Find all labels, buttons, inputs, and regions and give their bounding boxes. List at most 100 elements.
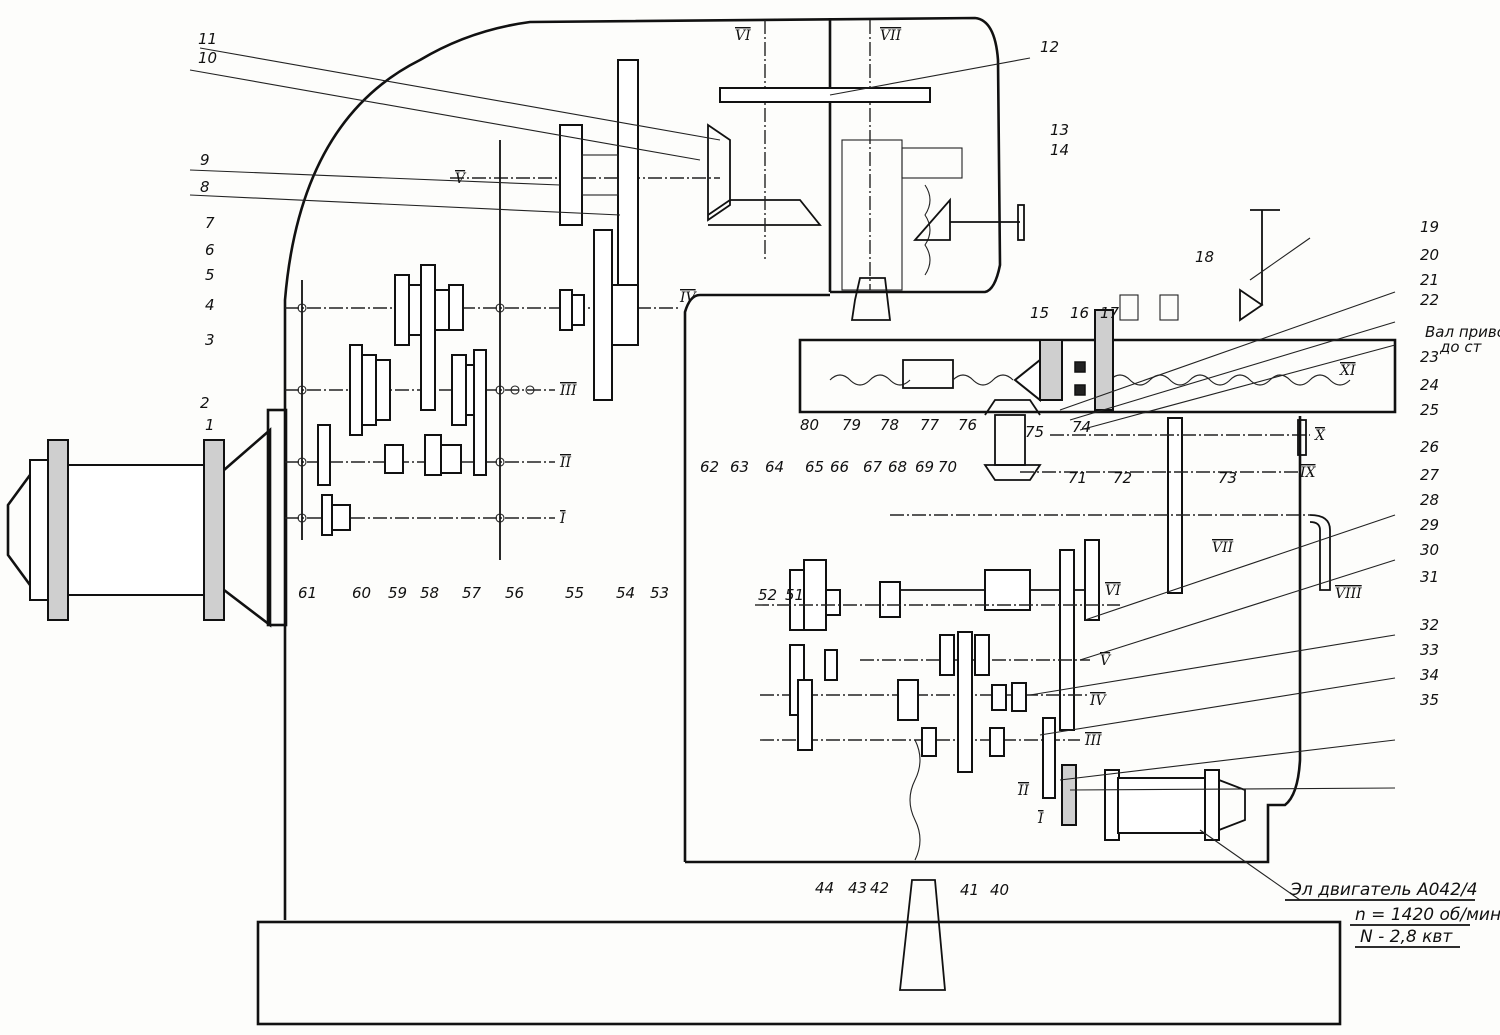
label-80: 80 — [800, 416, 819, 434]
label-14: 14 — [1050, 141, 1069, 159]
label-65: 65 — [805, 458, 824, 476]
label-16: 16 — [1070, 304, 1089, 322]
label-31: 31 — [1420, 568, 1439, 586]
label-28: 28 — [1420, 491, 1439, 509]
label-33: 33 — [1420, 641, 1439, 659]
label-24: 24 — [1420, 376, 1439, 394]
label-40: 40 — [990, 881, 1009, 899]
label-63: 63 — [730, 458, 749, 476]
label-41: 41 — [960, 881, 979, 899]
vertical-screw — [909, 739, 921, 861]
feed-shaft-note-2: до ст — [1439, 338, 1483, 356]
feed-shaft-label-XI: XI — [1339, 363, 1356, 379]
main-motor — [6, 408, 288, 628]
spindle-gearbox — [285, 20, 1025, 560]
feed-shaft-label-V: V — [1100, 653, 1112, 669]
label-26: 26 — [1420, 438, 1439, 456]
label-21: 21 — [1420, 271, 1439, 289]
label-52: 52 — [758, 586, 777, 604]
label-59: 59 — [388, 584, 407, 602]
label-42: 42 — [870, 879, 889, 897]
label-66: 66 — [830, 458, 849, 476]
label-57: 57 — [462, 584, 482, 602]
label-6: 6 — [205, 241, 215, 259]
motor-spec-speed: n = 1420 об/мин — [1355, 905, 1500, 925]
label-53: 53 — [650, 584, 669, 602]
feed-shaft-label-IV: IV — [1089, 693, 1108, 709]
label-75: 75 — [1025, 423, 1044, 441]
motor-spec-power: N - 2,8 квт — [1360, 927, 1453, 947]
machine-frame — [256, 16, 1397, 1026]
shaft-label-I: I — [559, 511, 566, 527]
leader-lines — [189, 47, 1396, 901]
label-13: 13 — [1050, 121, 1069, 139]
feed-shaft-label-IX: IX — [1299, 465, 1317, 481]
label-44: 44 — [815, 879, 834, 897]
label-29: 29 — [1420, 516, 1439, 534]
label-78: 78 — [880, 416, 899, 434]
label-4: 4 — [205, 296, 215, 314]
part-labels: 1 2 3 4 5 6 7 8 9 10 11 12 13 14 15 16 1… — [198, 30, 1440, 899]
label-18: 18 — [1195, 248, 1214, 266]
handle — [1309, 514, 1331, 591]
knee-outline — [685, 416, 1302, 864]
label-30: 30 — [1420, 541, 1439, 559]
label-58: 58 — [420, 584, 439, 602]
column-outline — [283, 16, 1002, 920]
feed-shaft-note-1: Вал приво — [1425, 323, 1500, 341]
table-feed — [755, 209, 1351, 991]
label-10: 10 — [198, 49, 217, 67]
feed-shaft-label-VI: VI — [1105, 583, 1121, 599]
feed-shaft-label-III: III — [1084, 733, 1102, 749]
label-62: 62 — [700, 458, 719, 476]
label-5: 5 — [205, 266, 215, 284]
feed-shaft-label-VIII: VIII — [1335, 586, 1362, 602]
label-43: 43 — [848, 879, 867, 897]
label-11: 11 — [198, 30, 217, 48]
label-35: 35 — [1420, 691, 1439, 709]
column-inner-outline — [683, 293, 830, 862]
label-51: 51 — [785, 586, 804, 604]
label-15: 15 — [1030, 304, 1049, 322]
label-61: 61 — [298, 584, 317, 602]
label-19: 19 — [1420, 218, 1439, 236]
annotations: Вал приво до ст Эл двигатель А042/4 n = … — [1285, 323, 1500, 948]
shaft-label-V: V — [455, 171, 467, 187]
label-77: 77 — [920, 416, 940, 434]
label-17: 17 — [1100, 304, 1120, 322]
shaft-label-VI: VI — [735, 28, 751, 44]
shaft-label-VII: VII — [880, 28, 902, 44]
feed-shaft-label-II: II — [1017, 783, 1030, 799]
nut-79 — [902, 359, 954, 389]
shaft-label-IV: IV — [679, 290, 698, 306]
motor-spec-name: Эл двигатель А042/4 — [1289, 880, 1478, 900]
label-56: 56 — [505, 584, 524, 602]
shaft-label-II: II — [559, 455, 572, 471]
label-12: 12 — [1040, 38, 1059, 56]
feed-shaft-label-X: X — [1314, 428, 1326, 444]
label-64: 64 — [765, 458, 784, 476]
label-2: 2 — [200, 394, 210, 412]
label-3: 3 — [205, 331, 215, 349]
feed-shaft-label-I: I — [1037, 811, 1044, 827]
label-22: 22 — [1420, 291, 1439, 309]
label-68: 68 — [888, 458, 907, 476]
feed-motor — [1218, 779, 1246, 831]
label-74: 74 — [1072, 418, 1091, 436]
label-60: 60 — [352, 584, 371, 602]
label-7: 7 — [205, 214, 215, 232]
label-34: 34 — [1420, 666, 1439, 684]
label-20: 20 — [1420, 246, 1439, 264]
label-67: 67 — [863, 458, 883, 476]
label-1: 1 — [205, 416, 215, 434]
label-32: 32 — [1420, 616, 1439, 634]
base-outline — [256, 920, 1342, 1026]
shaft-labels: I II III IV V VI VII I II III IV V VI VI… — [455, 28, 1362, 827]
shaft-label-III: III — [559, 383, 577, 399]
feed-shaft-label-VII: VII — [1212, 540, 1234, 556]
label-55: 55 — [565, 584, 584, 602]
label-25: 25 — [1420, 401, 1439, 419]
label-73: 73 — [1218, 469, 1237, 487]
